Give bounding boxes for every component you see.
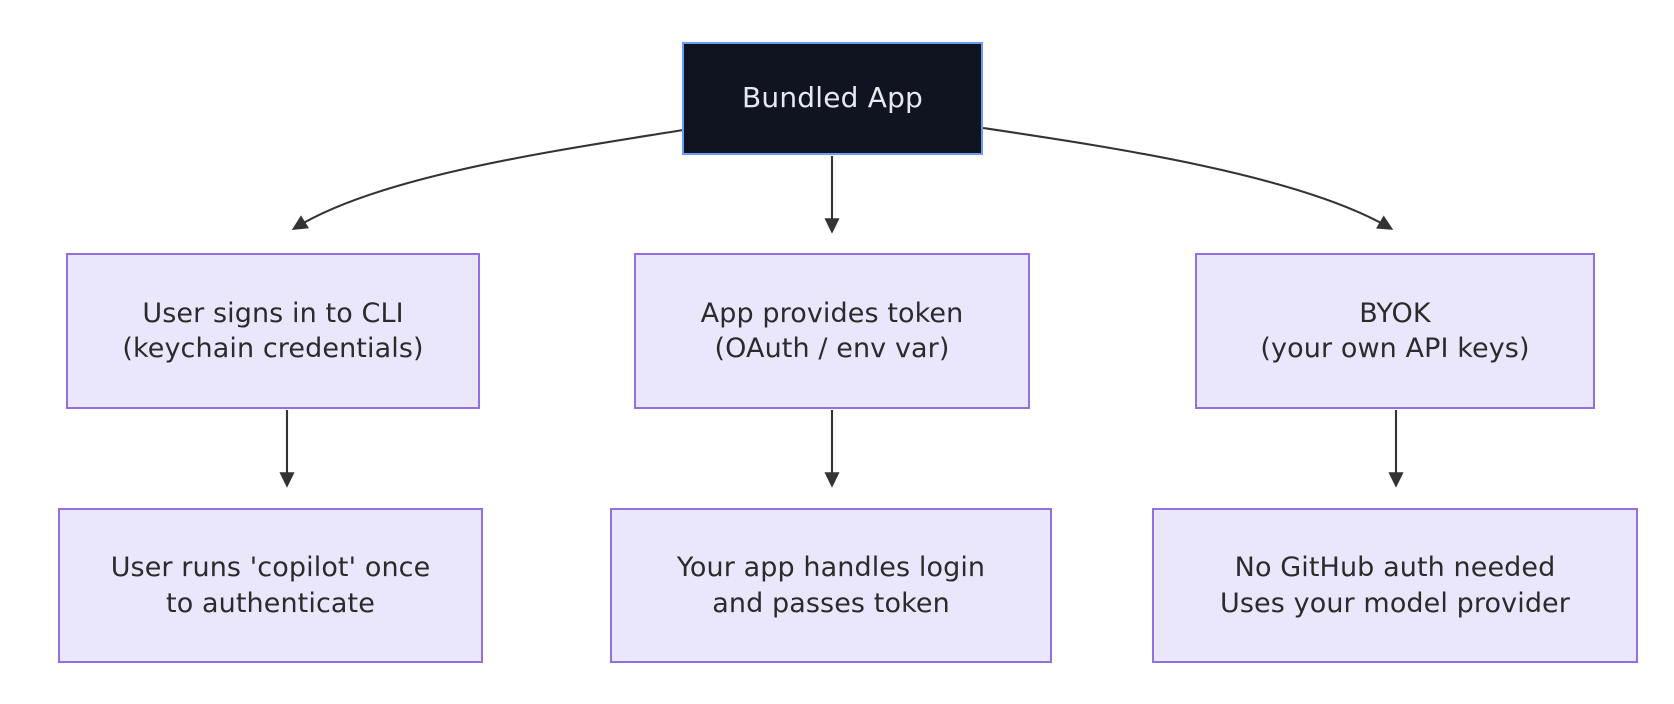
node-user-runs-copilot[interactable]: User runs 'copilot' once to authenticate: [58, 508, 483, 663]
node-user-signs-in-cli[interactable]: User signs in to CLI (keychain credentia…: [66, 253, 480, 409]
node-label-line: Bundled App: [741, 81, 924, 115]
node-label-line: App provides token: [700, 297, 964, 329]
edge-root-to-byok: [982, 126, 1394, 230]
node-label-line: Uses your model provider: [1220, 587, 1570, 619]
node-no-github-auth[interactable]: No GitHub auth needed Uses your model pr…: [1152, 508, 1638, 663]
node-label-line: to authenticate: [166, 587, 375, 619]
node-label-line: No GitHub auth needed: [1234, 552, 1556, 584]
node-label-line: (your own API keys): [1260, 333, 1530, 364]
node-label-line: User runs 'copilot' once: [110, 552, 431, 584]
node-label-line: (OAuth / env var): [714, 333, 950, 364]
node-label-line: Your app handles login: [676, 552, 986, 584]
node-label-line: User signs in to CLI: [142, 297, 404, 329]
node-byok[interactable]: BYOK (your own API keys): [1195, 253, 1595, 409]
node-bundled-app[interactable]: Bundled App: [682, 42, 983, 155]
node-label-line: BYOK: [1359, 297, 1431, 329]
node-label-line: (keychain credentials): [122, 333, 424, 364]
node-app-handles-login[interactable]: Your app handles login and passes token: [610, 508, 1052, 663]
node-app-provides-token[interactable]: App provides token (OAuth / env var): [634, 253, 1030, 409]
node-label-line: and passes token: [712, 587, 950, 619]
edge-root-to-cli: [291, 128, 684, 230]
